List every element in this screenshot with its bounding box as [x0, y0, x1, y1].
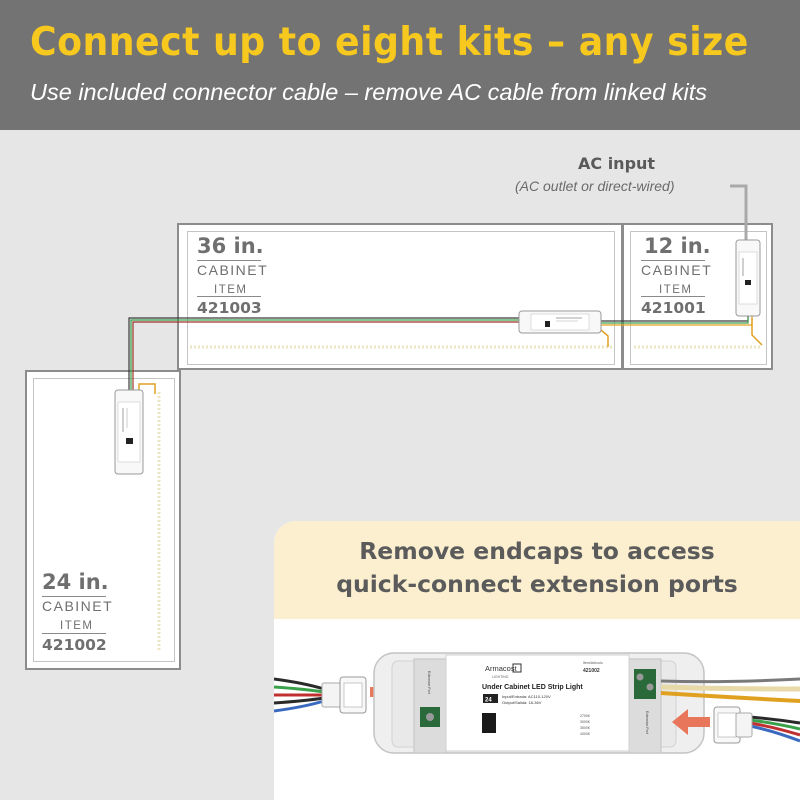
- cabinet-36in-cabinet-label: CABINET: [197, 260, 269, 278]
- ac-input-subtitle: (AC outlet or direct-wired): [515, 178, 675, 194]
- driver-body: [373, 652, 705, 754]
- cct-option-2: 3000K: [580, 720, 591, 724]
- extension-ports-panel: Remove endcaps to access quick-connect e…: [274, 521, 800, 800]
- left-connector-plug: [321, 676, 367, 714]
- strip-lead-12in: [751, 318, 763, 346]
- cabinet-12in-item-label: ITEM: [659, 284, 693, 296]
- driver-36in: [518, 310, 602, 334]
- cabinet-24in-cabinet-label: CABINET: [42, 596, 114, 614]
- page-subtitle: Use included connector cable – remove AC…: [30, 79, 708, 105]
- right-strip-wires: [660, 677, 800, 703]
- driver-brand-sub: LIGHTING: [492, 675, 509, 679]
- side-label-right: Extension Port: [645, 711, 649, 734]
- driver-voltage-badge: 24: [485, 698, 492, 704]
- panel-title-line2: quick-connect extension ports: [336, 570, 738, 598]
- cabinet-12in-cabinet-label: CABINET: [641, 260, 713, 278]
- cabinet-12in-item-number: 421001: [641, 296, 706, 317]
- cabinet-24in-item-number: 421002: [42, 633, 107, 654]
- cabinet-24in-size: 24 in.: [42, 570, 109, 594]
- side-label-left: Extension Port: [427, 671, 431, 694]
- strip-lead-24in: [138, 383, 156, 394]
- connector-cable-36-to-24: [128, 317, 519, 390]
- cct-option-1: 2700K: [580, 714, 591, 718]
- cct-option-4: 4000K: [580, 732, 591, 736]
- driver-output-line: Output/Salida: 18-36V: [502, 700, 542, 705]
- panel-title-line1: Remove endcaps to access: [359, 537, 715, 565]
- driver-item-number: 421002: [583, 668, 600, 674]
- connector-cable-12-to-36: [601, 315, 753, 326]
- cabinet-24in: [25, 370, 181, 670]
- cabinet-36in-item-label: ITEM: [214, 284, 248, 296]
- right-insert-arrow: [672, 709, 710, 735]
- header-banner: Connect up to eight kits – any size Use …: [0, 0, 800, 130]
- right-connector-wires: [749, 715, 800, 743]
- strip-lead-36in: [600, 329, 609, 347]
- rocker-switch: [482, 713, 496, 733]
- page-title: Connect up to eight kits – any size: [30, 20, 749, 65]
- driver-12in: [735, 239, 761, 317]
- left-connector-wires: [274, 677, 325, 713]
- driver-24in: [114, 389, 144, 475]
- right-connector-plug: [713, 706, 753, 744]
- panel-header: Remove endcaps to access quick-connect e…: [274, 521, 800, 619]
- ac-input-title: AC input: [578, 154, 656, 173]
- driver-closeup: Armacost LIGHTING Item/Artículo 421002 U…: [274, 652, 800, 754]
- driver-product-name: Under Cabinet LED Strip Light: [482, 684, 583, 691]
- cct-option-3: 3500K: [580, 726, 591, 730]
- driver-brand: Armacost: [485, 664, 518, 673]
- driver-input-line: Input/Entrada: AC110-120V: [502, 694, 551, 699]
- cabinet-36in-item-number: 421003: [197, 296, 262, 317]
- ac-cable: [730, 184, 748, 240]
- cabinet-24in-interior: [33, 378, 175, 662]
- cabinet-36in-size: 36 in.: [197, 234, 264, 258]
- driver-item-caption: Item/Artículo: [583, 661, 603, 665]
- cabinet-12in-size: 12 in.: [644, 234, 711, 258]
- cabinet-36in-interior: [187, 231, 615, 365]
- cabinet-24in-item-label: ITEM: [60, 620, 94, 632]
